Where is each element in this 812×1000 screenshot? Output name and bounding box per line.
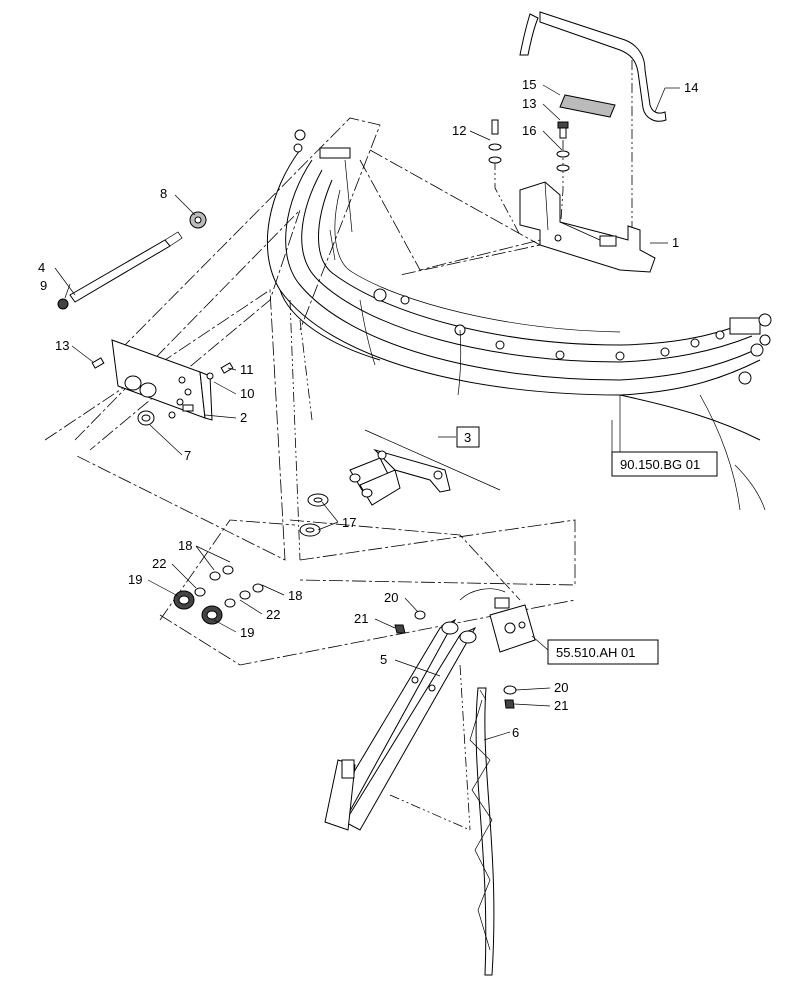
callout-22-upper: 22 [152,556,166,571]
assembly-ref-label: 3 [464,430,471,445]
callout-20-lower: 20 [554,680,568,695]
boom-ref-label: 90.150.BG 01 [620,457,700,472]
callout-14: 14 [684,80,698,95]
bracket-part-1 [519,181,656,273]
callout-15: 15 [522,77,536,92]
plate-part-2 [91,339,234,426]
strip-part-15 [559,94,616,118]
valve-ref-label: 55.510.AH 01 [556,645,636,660]
callout-19-lower: 19 [240,625,254,640]
callout-4: 4 [38,260,45,275]
callout-13-left: 13 [55,338,69,353]
callout-1: 1 [672,235,679,250]
callout-9: 9 [40,278,47,293]
wiper-arm-part-5 [324,618,477,831]
fasteners-top [488,119,570,172]
callout-7: 7 [184,448,191,463]
callout-21-lower: 21 [554,698,568,713]
callout-13-top: 13 [522,96,536,111]
callout-6: 6 [512,725,519,740]
handle-part-14 [519,11,667,122]
callout-17: 17 [342,515,356,530]
assembly-guide-lines [44,60,633,831]
boom-arc [266,129,772,511]
reference-box-boom: 90.150.BG 01 [611,451,718,477]
callout-18-upper: 18 [178,538,192,553]
callout-5: 5 [380,652,387,667]
wiper-blade-part-6 [469,687,495,976]
callout-10: 10 [240,386,254,401]
callout-20-upper: 20 [384,590,398,605]
callout-8: 8 [160,186,167,201]
callout-21-upper: 21 [354,611,368,626]
valve-assembly [459,588,536,653]
callout-11: 11 [240,362,254,377]
reference-box-valve: 55.510.AH 01 [547,639,659,665]
callout-labels: 1 2 4 5 6 7 8 9 10 11 12 13 13 14 15 16 … [38,77,698,740]
callout-18-lower: 18 [288,588,302,603]
callout-12: 12 [452,123,466,138]
washers-part-17 [299,493,329,537]
callout-19-left: 19 [128,572,142,587]
reference-box-assembly-3: 3 [456,426,480,448]
cylinder-assembly-part-3 [349,429,501,506]
callout-22-lower: 22 [266,607,280,622]
bushings-parts-18-19-22 [173,565,264,625]
hose-part-4 [57,211,207,310]
callout-16: 16 [522,123,536,138]
callout-2: 2 [240,410,247,425]
